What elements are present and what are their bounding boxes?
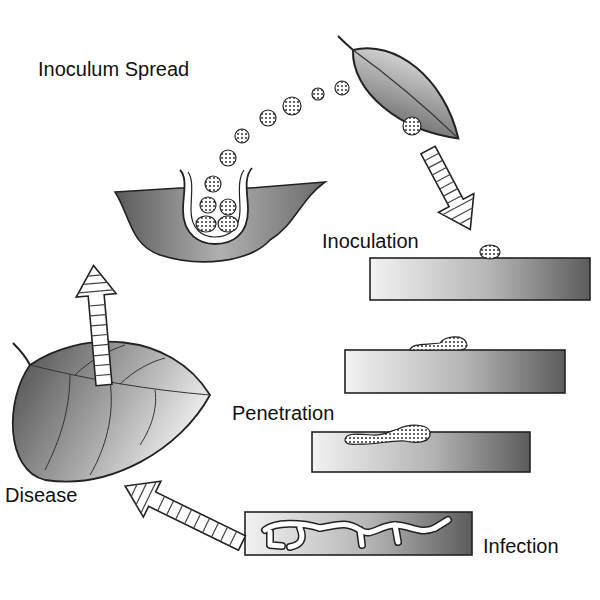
lesion-section <box>115 168 325 262</box>
infected-leaf <box>337 29 475 157</box>
stage-label: Penetration <box>232 402 334 424</box>
stage-label: Inoculation <box>322 230 419 252</box>
cycle-arrow <box>116 468 250 561</box>
spores <box>220 81 349 166</box>
stage-label: Inoculum Spread <box>38 58 189 80</box>
infected-tissue <box>245 512 472 555</box>
host-surface <box>345 337 565 393</box>
diseased-leaf <box>13 342 210 482</box>
leaf-vein <box>353 48 460 138</box>
leaf-stem <box>338 36 353 50</box>
cycle-arrow <box>410 141 488 239</box>
host-surface <box>370 245 590 300</box>
leaf-spot <box>403 117 421 135</box>
cycle-arrow <box>74 264 124 387</box>
stage-label: Infection <box>483 535 559 557</box>
stage-label: Disease <box>5 484 77 506</box>
leaf-blade <box>337 29 475 157</box>
host-surface <box>312 425 530 472</box>
